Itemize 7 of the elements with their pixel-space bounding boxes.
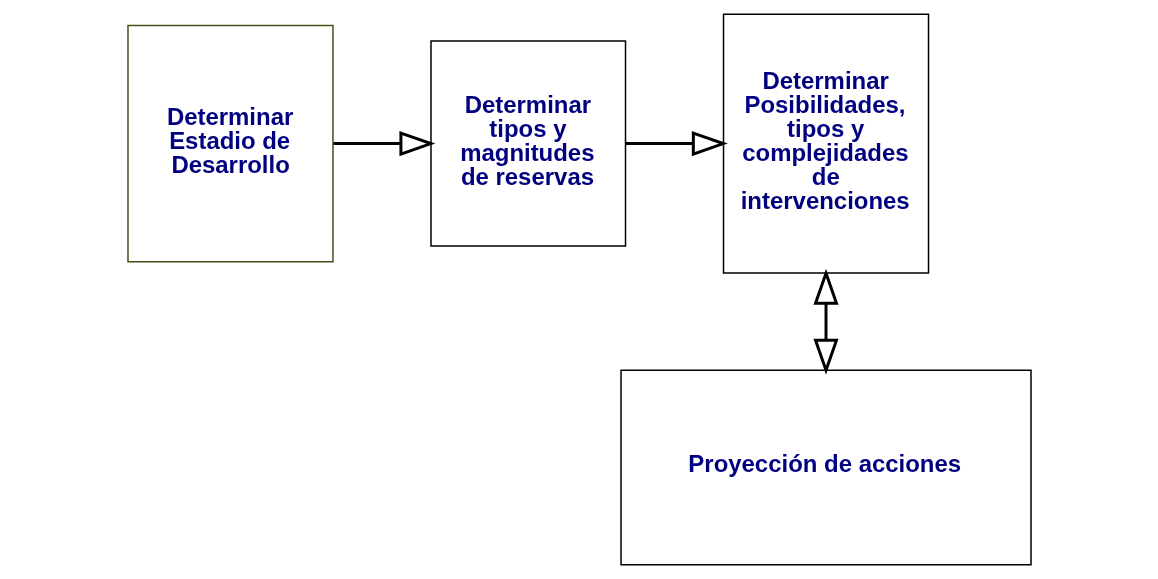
node-box: Determinar Posibilidades, tipos y complejidades de intervenciones (722, 13, 929, 274)
arrow (332, 131, 435, 157)
node-box: Determinar tipos y magnitudes de reservas (429, 40, 626, 247)
arrow (812, 268, 839, 375)
arrow (625, 131, 728, 157)
node-box: Determinar Estadio de Desarrollo (126, 24, 334, 263)
node-box: Proyección de acciones (619, 369, 1032, 566)
